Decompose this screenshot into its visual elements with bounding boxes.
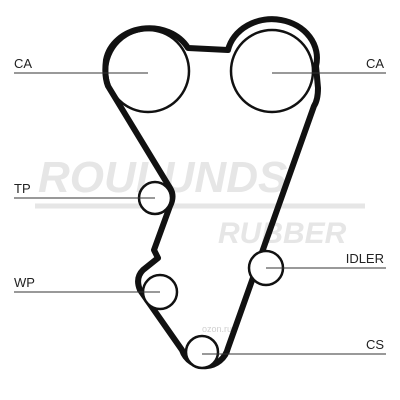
label-idler: IDLER [346,251,384,266]
leader-lines [14,72,386,355]
label-ca-left: CA [14,56,32,71]
label-ca-right: CA [366,56,384,71]
pulley-ca-right [229,28,315,114]
pulley-ca-left [105,28,191,114]
label-wp: WP [14,275,35,290]
watermark-site: ozon.ru [202,324,232,334]
label-tp: TP [14,181,31,196]
label-cs: CS [366,337,384,352]
watermark: ROULUNDS RUBBER ozon.ru [35,153,365,334]
watermark-sub: RUBBER [218,217,347,250]
pulley-cs [184,334,220,370]
